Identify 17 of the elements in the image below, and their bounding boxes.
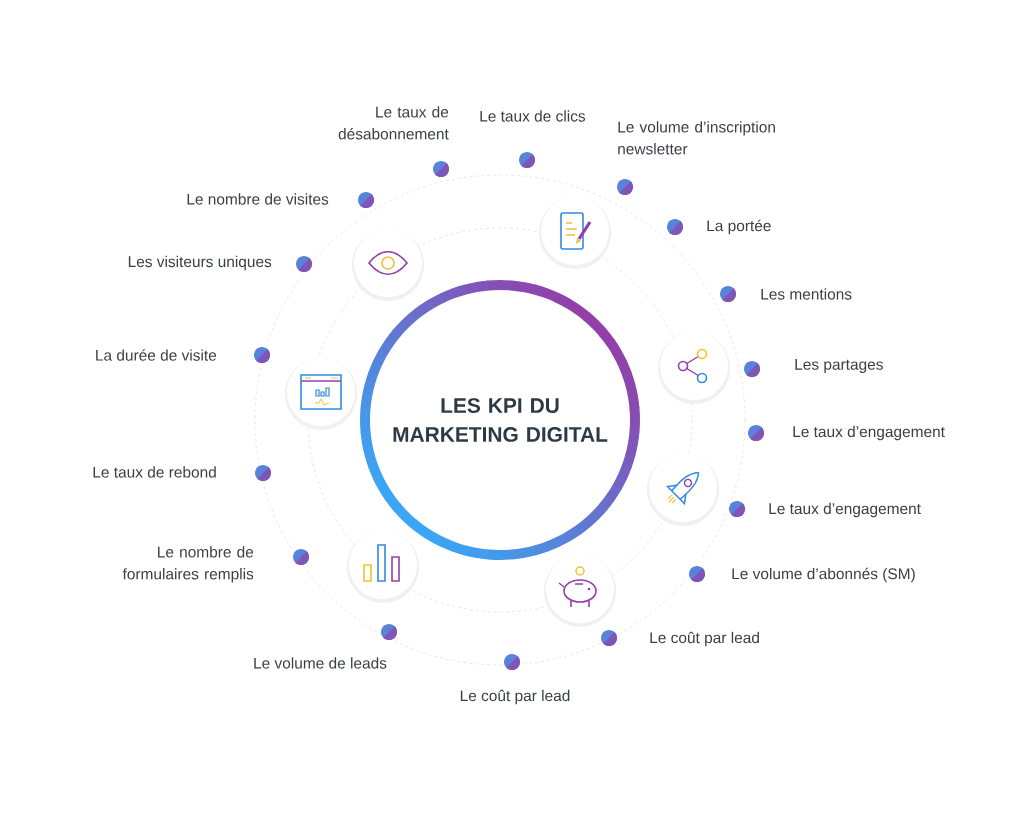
kpi-label: Le volume d’inscription newsletter [618, 121, 775, 155]
kpi-label: Le taux de rebond [93, 466, 216, 478]
kpi-label: Le coût par lead [460, 689, 570, 705]
kpi-label: La portée [707, 219, 771, 235]
kpi-label: Le nombre de formulaires remplis [122, 546, 254, 583]
kpi-label: Les visiteurs uniques [128, 255, 272, 271]
kpi-label: Les partages [795, 359, 883, 373]
kpi-label: Le taux de désabonnement [338, 106, 449, 140]
kpi-label: Le nombre de visites [187, 193, 329, 205]
kpi-label: Le taux d’engagement [793, 425, 945, 441]
kpi-label: Le taux de clics [480, 110, 586, 122]
kpi-label: Le coût par lead [650, 631, 759, 647]
kpi-label: La durée de visite [96, 349, 217, 361]
kpi-label: Le volume de leads [254, 657, 387, 669]
kpi-label: Le taux d’engagement [769, 502, 921, 518]
kpi-label: Les mentions [761, 288, 852, 300]
kpi-label: Le volume d’abonnés (SM) [732, 567, 915, 583]
